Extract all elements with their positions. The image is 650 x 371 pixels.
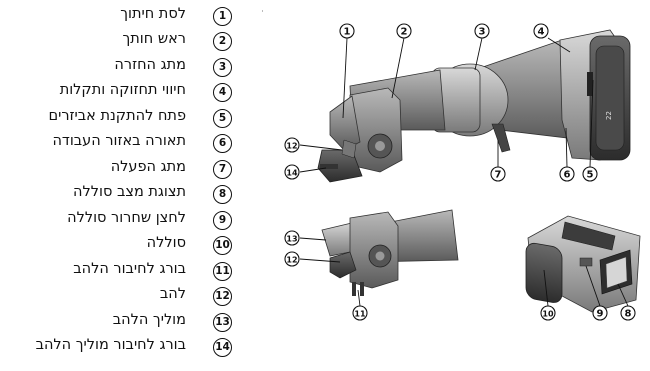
- callout-7: 7: [495, 170, 502, 181]
- legend-item: בורג לחיבור הלהב 11: [0, 259, 260, 283]
- callout-12b: 12: [286, 256, 297, 265]
- legend-label: תאורה באזור העבודה: [52, 133, 186, 149]
- legend-label: בורג לחיבור מוליך הלהב: [35, 337, 186, 353]
- callout-lines-head: [299, 237, 361, 307]
- legend-label: מוליך הלהב: [112, 312, 186, 328]
- legend-label: סוללה: [146, 235, 186, 251]
- battery-drawing: [525, 215, 641, 313]
- legend-label: חיווי תחזוקה ותקלות: [59, 82, 186, 98]
- cutter-head-detail: [321, 209, 459, 296]
- callout-numbers: 1 2 3 4 5 6 7 12 14 13 12 11 10 9 8: [286, 27, 631, 320]
- legend-label: בורג לחיבור הלהב: [73, 261, 186, 277]
- callout-9: 9: [597, 309, 604, 320]
- legend-item: חיווי תחזוקה ותקלות 4: [0, 80, 260, 104]
- legend-number: 10: [213, 236, 232, 255]
- legend-number: 7: [213, 160, 232, 179]
- legend-item: תאורה באזור העבודה 6: [0, 131, 260, 155]
- legend-label: לסת חיתוך: [120, 6, 186, 22]
- legend-label: תצוגת מצב סוללה: [73, 184, 186, 200]
- legend-item: תצוגת מצב סוללה 8: [0, 182, 260, 206]
- parts-legend: לסת חיתוך 1 ראש חותך 2 מתג החזרה 3 חיווי תח…: [0, 0, 260, 371]
- callout-circles: [284, 23, 636, 321]
- legend-number: 11: [213, 262, 232, 281]
- callout-6: 6: [564, 170, 571, 181]
- legend-number: 9: [213, 211, 232, 230]
- legend-label: להב: [159, 286, 186, 302]
- callout-lines-main: [299, 37, 594, 173]
- legend-item: לסת חיתוך 1: [0, 4, 260, 28]
- legend-number: 1: [213, 7, 232, 26]
- legend-item: מוליך הלהב 13: [0, 310, 260, 334]
- callout-4: 4: [538, 27, 545, 38]
- legend-number: 2: [213, 32, 232, 51]
- legend-number: 14: [213, 338, 232, 357]
- legend-item: ראש חותך 2: [0, 29, 260, 53]
- callout-1: 1: [344, 27, 351, 38]
- divider-mark: [262, 10, 263, 12]
- legend-item: מתג הפעלה 7: [0, 157, 260, 181]
- legend-item: פתח להתקנת אביזרים 5: [0, 106, 260, 130]
- main-tool-drawing: 22: [317, 29, 631, 183]
- callout-10: 10: [542, 310, 554, 319]
- legend-label: לחצן שחרור סוללה: [67, 210, 186, 226]
- legend-label: מתג הפעלה: [110, 159, 186, 175]
- legend-item: מתג החזרה 3: [0, 55, 260, 79]
- callout-3: 3: [479, 27, 486, 38]
- callout-14: 14: [286, 169, 298, 178]
- legend-item: סוללה 10: [0, 233, 260, 257]
- legend-item: בורג לחיבור מוליך הלהב 14: [0, 335, 260, 359]
- legend-number: 12: [213, 287, 232, 306]
- legend-number: 6: [213, 134, 232, 153]
- legend-number: 8: [213, 185, 232, 204]
- legend-item: להב 12: [0, 284, 260, 308]
- legend-label: מתג החזרה: [114, 57, 186, 73]
- svg-text:22: 22: [605, 111, 613, 120]
- callout-5: 5: [587, 170, 594, 181]
- callout-12: 12: [286, 142, 297, 151]
- callout-13: 13: [286, 235, 297, 244]
- legend-number: 13: [213, 313, 232, 332]
- callout-2: 2: [401, 27, 408, 38]
- legend-number: 5: [213, 109, 232, 128]
- legend-label: ראש חותך: [122, 31, 186, 47]
- legend-item: לחצן שחרור סוללה 9: [0, 208, 260, 232]
- callout-lines-battery: [543, 265, 629, 307]
- legend-number: 4: [213, 83, 232, 102]
- callout-11: 11: [354, 310, 366, 319]
- legend-label: פתח להתקנת אביזרים: [48, 108, 186, 124]
- legend-number: 3: [213, 58, 232, 77]
- callout-8: 8: [625, 309, 632, 320]
